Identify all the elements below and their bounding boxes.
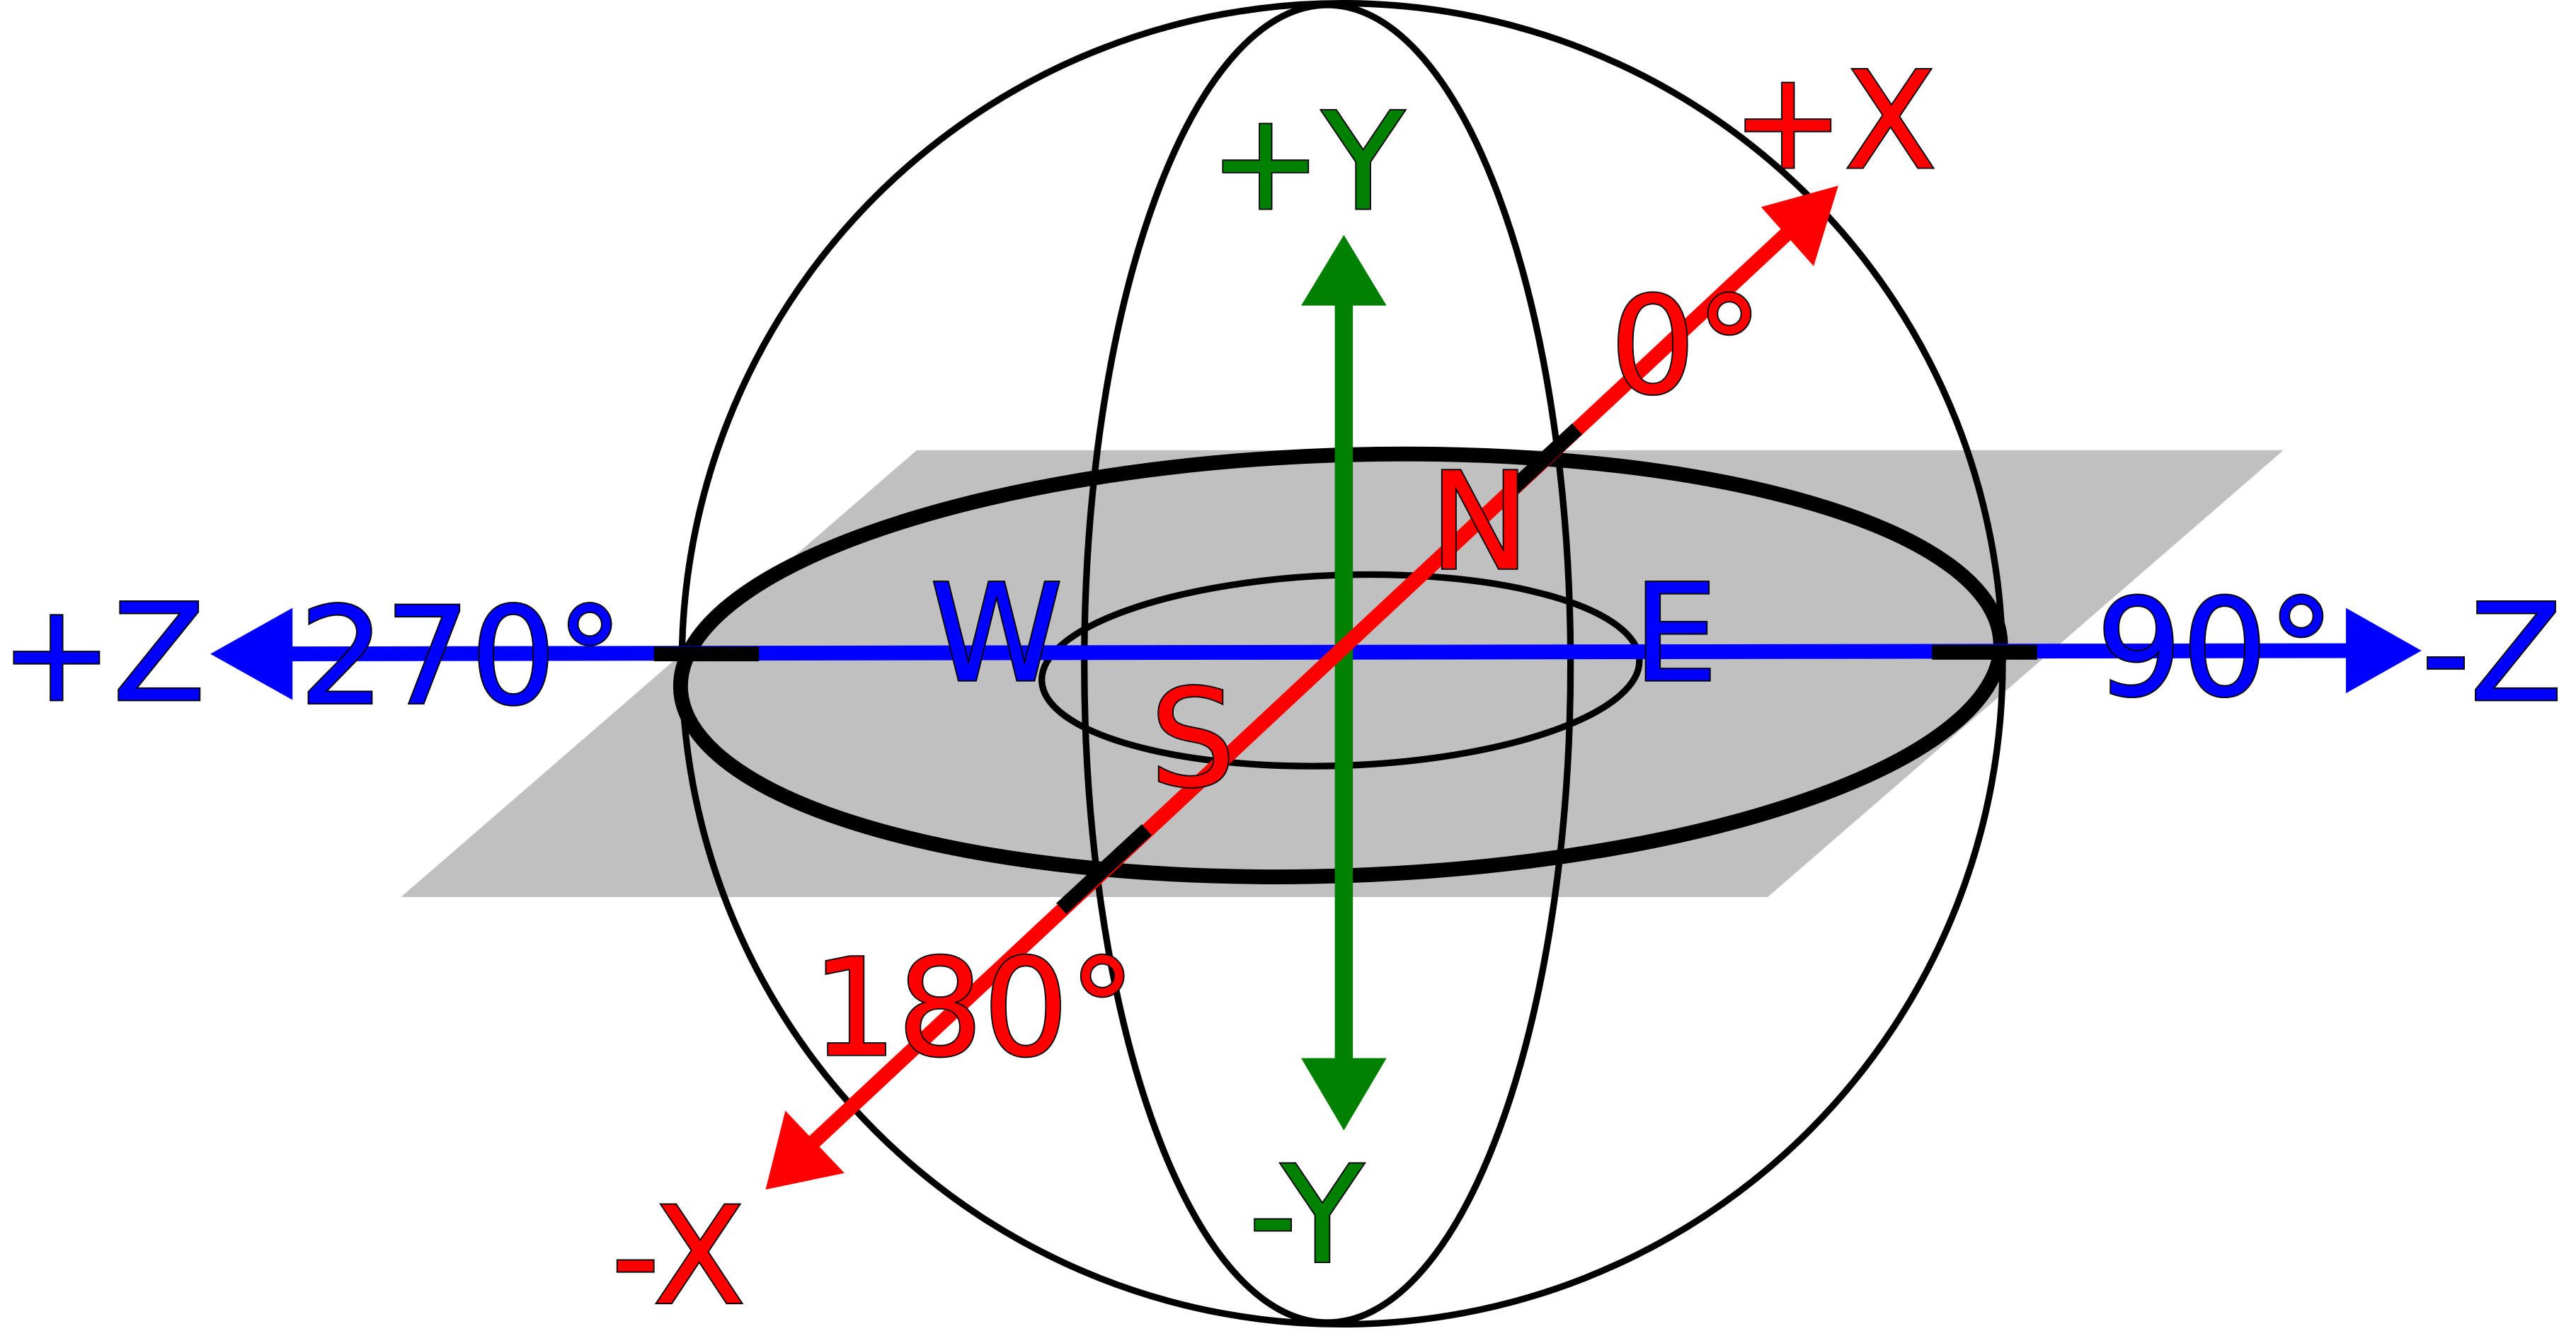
plus-x-arrowhead <box>1761 185 1838 266</box>
y-axis <box>1301 234 1387 1131</box>
plus-z-label: +Z <box>0 575 205 732</box>
minus-x-arrowhead <box>765 1110 845 1190</box>
degree-0-label: 0° <box>1610 268 1763 425</box>
west-label: W <box>930 555 1063 712</box>
x-axis-black-segment-lower <box>1056 824 1152 914</box>
east-label: E <box>1633 555 1718 712</box>
plus-y-arrowhead <box>1301 234 1387 306</box>
minus-x-label: -X <box>611 1177 745 1332</box>
degree-90-label: 90° <box>2096 570 2335 727</box>
x-axis <box>765 185 1838 1190</box>
degree-180-label: 180° <box>812 930 1136 1087</box>
x-axis-black-segment-upper <box>1503 423 1583 498</box>
minus-y-arrowhead <box>1301 1058 1387 1131</box>
z-axis <box>210 607 2422 700</box>
x-axis-line <box>800 224 1796 1156</box>
plus-y-label: +Y <box>1209 84 1404 241</box>
north-label: N <box>1429 443 1530 600</box>
minus-z-label: -Z <box>2422 575 2563 732</box>
degree-270-label: 270° <box>299 578 624 735</box>
meridian-ellipse <box>1081 1 1574 1326</box>
plus-x-label: +X <box>1731 42 1937 200</box>
minus-z-arrowhead <box>2345 607 2422 694</box>
plus-z-arrowhead <box>210 607 293 700</box>
south-label: S <box>1150 660 1236 817</box>
minus-y-label: -Y <box>1249 1136 1364 1294</box>
